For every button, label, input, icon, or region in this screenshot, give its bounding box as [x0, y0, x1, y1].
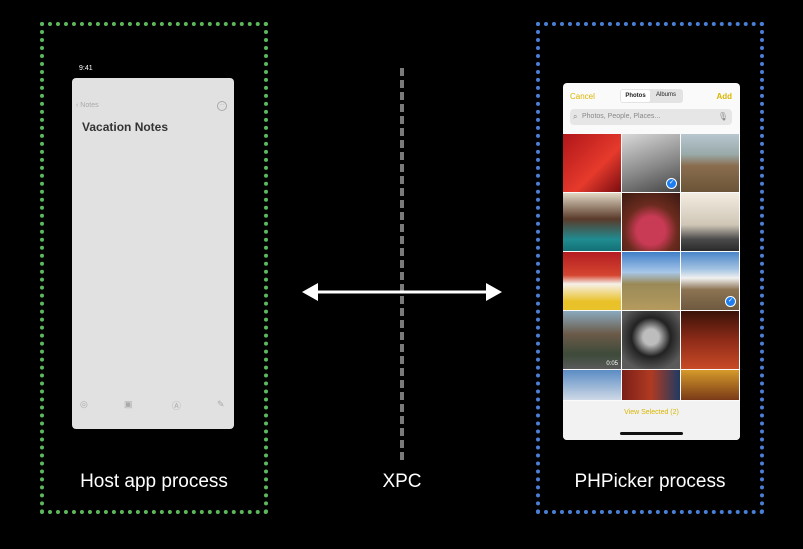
chevron-left-icon: ‹ [76, 102, 79, 109]
more-icon[interactable]: ··· [217, 101, 227, 111]
compose-icon[interactable]: ✎ [217, 399, 225, 409]
photo-thumbnail[interactable] [563, 193, 621, 251]
video-duration: 0:05 [606, 361, 618, 367]
photo-picker-screen: Cancel Photos Albums Add ⌕ Photos, Peopl… [563, 83, 740, 440]
checkmark-icon: ✓ [666, 178, 677, 189]
photo-thumbnail[interactable] [681, 311, 739, 369]
search-icon: ⌕ [573, 112, 578, 121]
host-process-boundary [40, 22, 268, 514]
photo-thumbnail[interactable] [563, 252, 621, 310]
photo-thumbnail[interactable] [622, 252, 680, 310]
search-placeholder: Photos, People, Places... [582, 113, 661, 120]
photo-thumbnail[interactable]: ✓ [681, 252, 739, 310]
xpc-label: XPC [382, 471, 422, 492]
checkmark-icon: ✓ [725, 296, 736, 307]
cancel-button[interactable]: Cancel [570, 92, 595, 101]
picker-process-label: PHPicker process [574, 471, 726, 492]
photo-thumbnail[interactable] [563, 134, 621, 192]
host-app-screen: ‹ Notes ··· Vacation Notes ◎ ▣ Ⓐ ✎ [72, 78, 234, 429]
segmented-control: Photos Albums [620, 89, 683, 103]
camera-icon[interactable]: ▣ [124, 399, 133, 409]
photo-thumbnail[interactable] [681, 370, 739, 400]
tab-photos[interactable]: Photos [621, 90, 650, 102]
tab-albums[interactable]: Albums [656, 92, 677, 98]
photo-thumbnail[interactable] [563, 370, 621, 400]
back-button-label: Notes [80, 102, 99, 109]
host-process-label: Host app process [80, 471, 228, 492]
microphone-icon[interactable]: 🎙︎ [717, 112, 728, 121]
photo-thumbnail[interactable] [622, 311, 680, 369]
view-selected-button[interactable]: View Selected (2) [624, 409, 679, 416]
host-status-time: 9:41 [79, 65, 93, 72]
photo-thumbnail[interactable]: 0:05 [563, 311, 621, 369]
add-button[interactable]: Add [716, 92, 732, 101]
status-icons [214, 67, 234, 85]
photo-thumbnail[interactable] [622, 193, 680, 251]
home-indicator [620, 432, 683, 435]
xpc-boundary-line [400, 68, 404, 460]
picker-process-boundary [536, 22, 764, 514]
note-title: Vacation Notes [82, 120, 169, 134]
search-input[interactable]: ⌕ Photos, People, Places... 🎙︎ [570, 109, 732, 125]
picker-footer: View Selected (2) [563, 401, 740, 440]
checklist-icon[interactable]: ◎ [80, 399, 88, 409]
photo-thumbnail[interactable] [681, 193, 739, 251]
photo-thumbnail[interactable] [681, 134, 739, 192]
back-button[interactable]: ‹ Notes [76, 102, 99, 109]
markup-icon[interactable]: Ⓐ [172, 401, 182, 411]
bidirectional-arrow [302, 283, 502, 301]
photo-thumbnail[interactable]: ✓ [622, 134, 680, 192]
photo-thumbnail[interactable] [622, 370, 680, 400]
